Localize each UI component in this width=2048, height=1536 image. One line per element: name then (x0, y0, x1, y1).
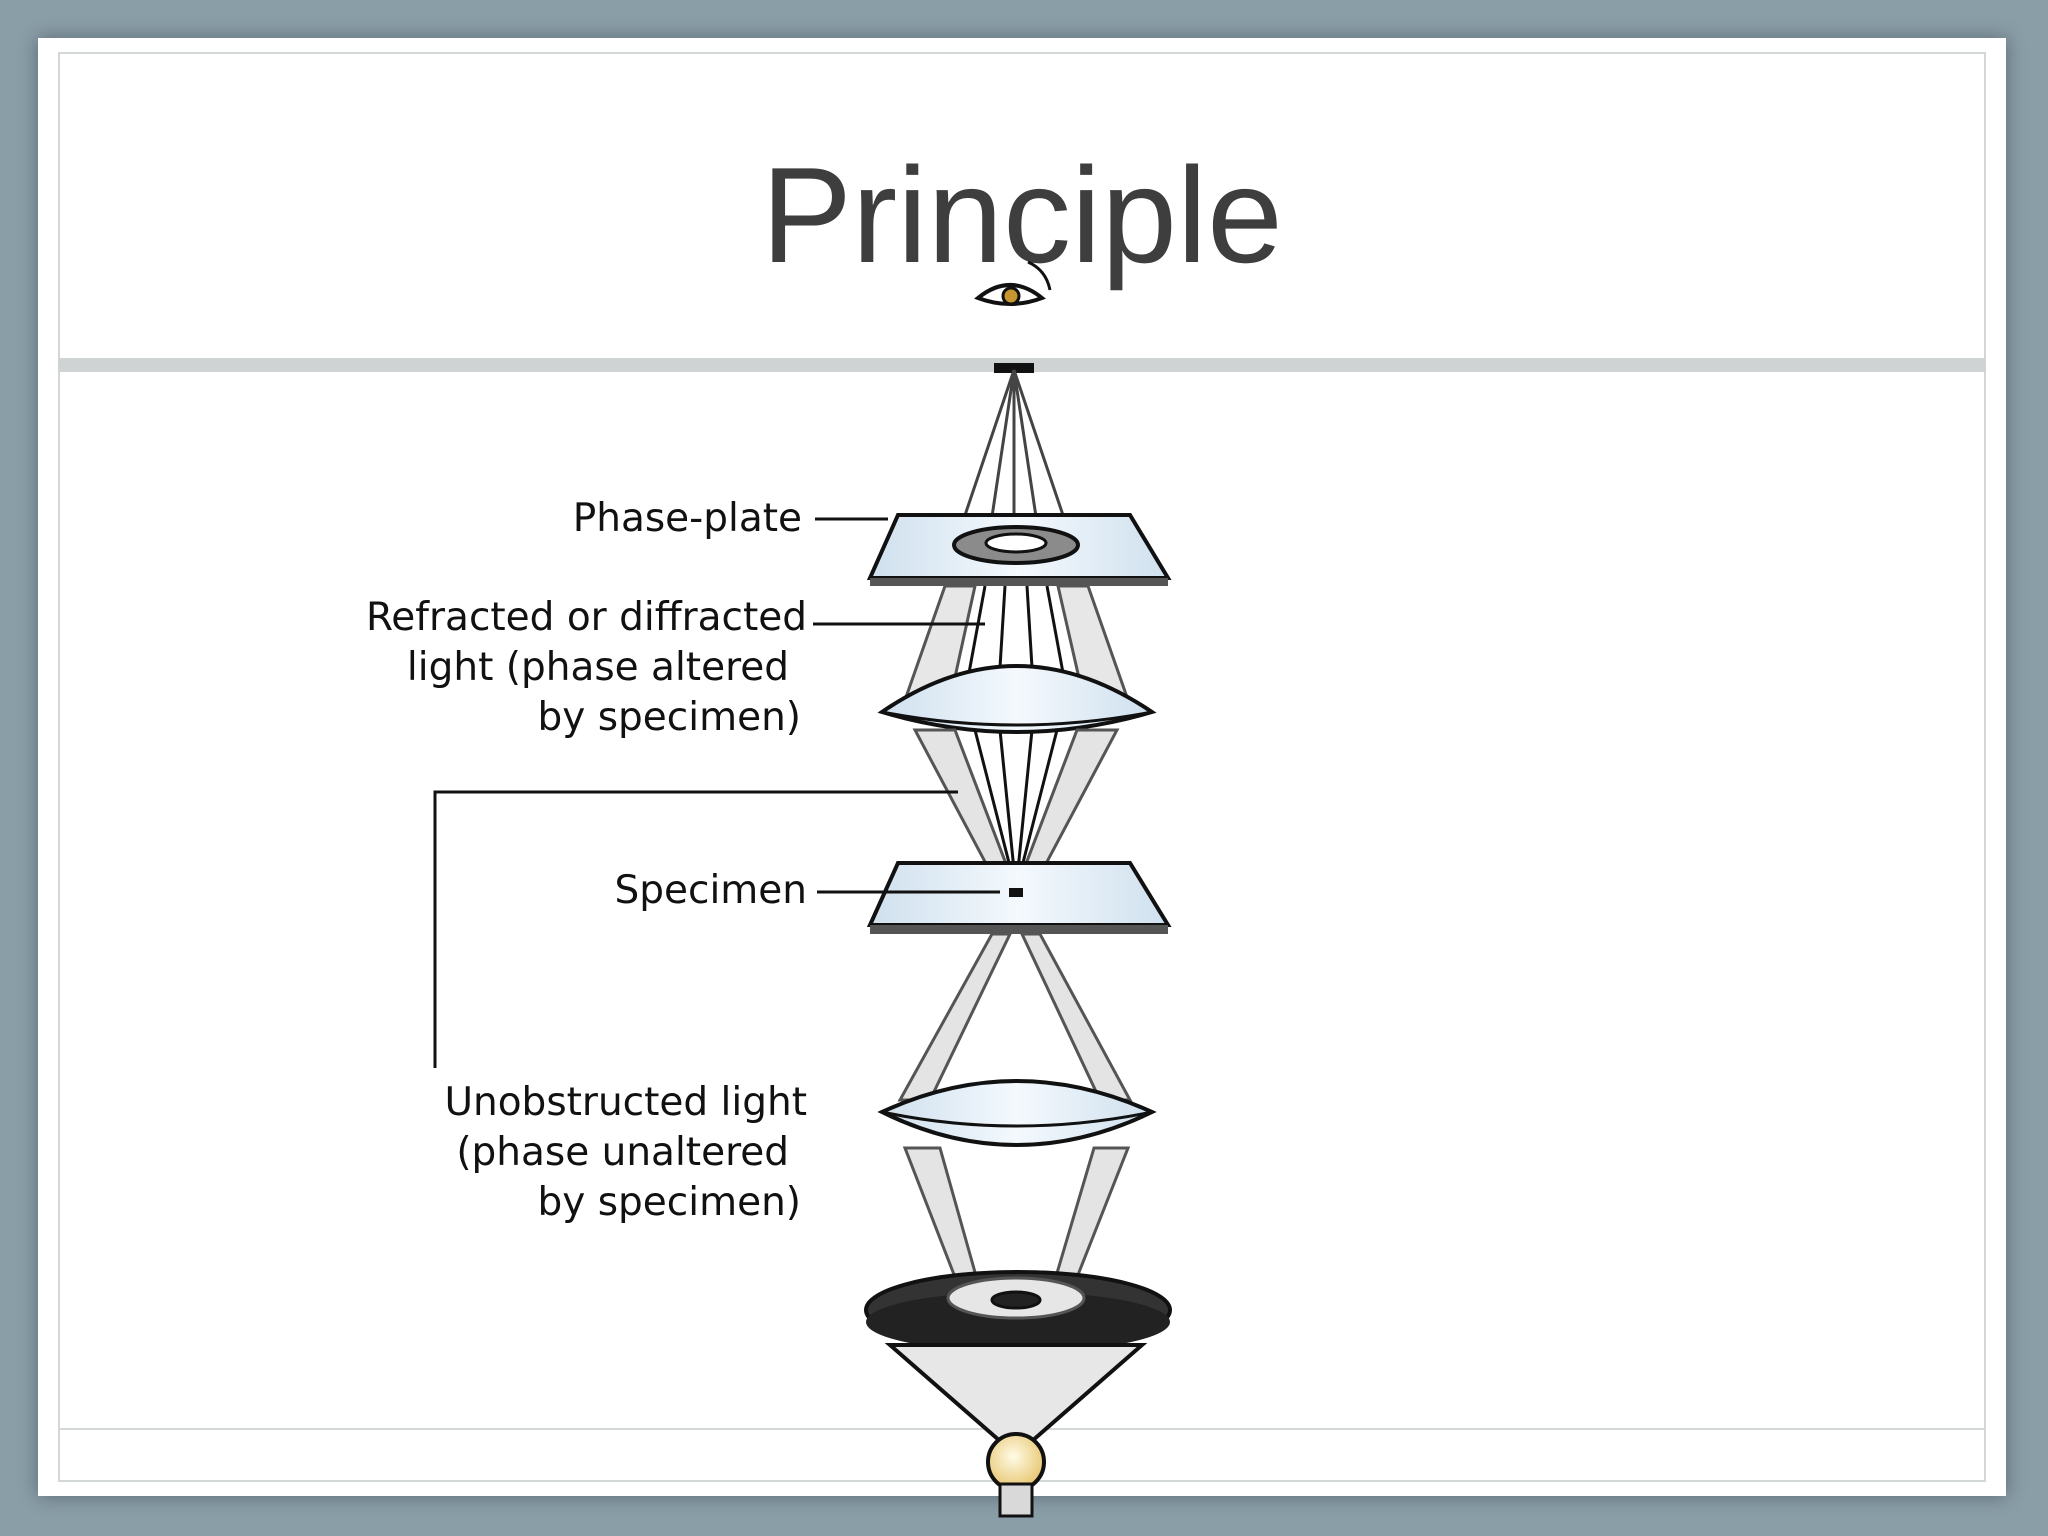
label-unobstructed-line2: (phase unaltered (456, 1130, 789, 1175)
eye-icon (974, 260, 1052, 306)
annular-diaphragm (864, 1270, 1172, 1352)
objective-lens (877, 664, 1157, 734)
label-unobstructed-line1: Unobstructed light (444, 1080, 807, 1125)
label-refracted-line3: by specimen) (538, 695, 802, 740)
rays-upper (958, 369, 1070, 531)
label-specimen: Specimen (615, 868, 808, 913)
condenser-lens (877, 1079, 1157, 1147)
leader-lines (433, 517, 1000, 1068)
specimen-slide (866, 861, 1172, 934)
rays-condenser-to-specimen (897, 932, 1133, 1102)
slide-title: Principle (761, 139, 1283, 291)
rays-phase-to-objective (902, 584, 1131, 702)
label-refracted-line2: light (phase altered (407, 645, 789, 690)
title-area: Principle (58, 52, 1986, 370)
slide: Principle (38, 38, 2006, 1496)
phase-plate (866, 513, 1172, 586)
image-plane-bar (994, 363, 1034, 373)
label-phase-plate: Phase-plate (573, 496, 802, 541)
rays-annulus-to-condenser (902, 1146, 1131, 1292)
light-cone (884, 1343, 1148, 1458)
label-unobstructed-line3: by specimen) (538, 1180, 802, 1225)
light-bulb-icon (986, 1432, 1046, 1518)
label-refracted-line1: Refracted or diffracted (366, 595, 807, 640)
